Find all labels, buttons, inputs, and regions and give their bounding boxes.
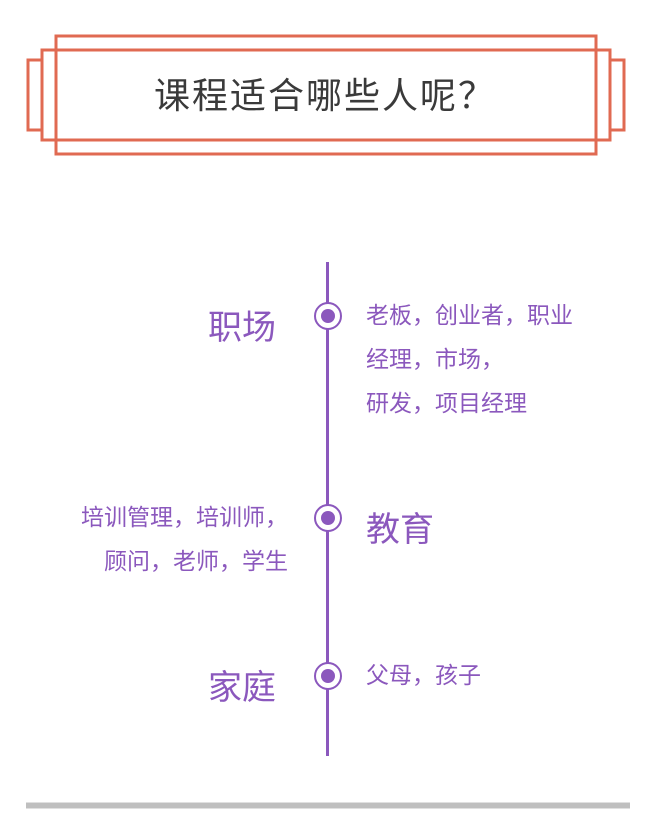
description-workplace: 老板，创业者，职业 经理，市场， 研发，项目经理 — [366, 294, 573, 426]
description-family: 父母，孩子 — [366, 654, 481, 698]
timeline-node — [314, 302, 342, 330]
bottom-divider — [26, 802, 630, 809]
timeline-node — [314, 662, 342, 690]
description-education: 培训管理，培训师， 顾问，老师，学生 — [36, 496, 288, 584]
category-family: 家庭 — [208, 668, 276, 708]
description-line: 老板，创业者，职业 — [366, 303, 573, 329]
title-frame — [26, 34, 626, 156]
page-title: 课程适合哪些人呢？ — [153, 76, 496, 117]
description-line: 研发，项目经理 — [366, 391, 527, 417]
timeline-node — [314, 504, 342, 532]
category-workplace: 职场 — [208, 308, 276, 348]
description-line: 顾问，老师，学生 — [104, 549, 288, 575]
category-education: 教育 — [366, 510, 434, 550]
description-line: 经理，市场， — [366, 347, 504, 373]
description-line: 培训管理，培训师， — [81, 505, 288, 531]
description-line: 父母，孩子 — [366, 663, 481, 689]
